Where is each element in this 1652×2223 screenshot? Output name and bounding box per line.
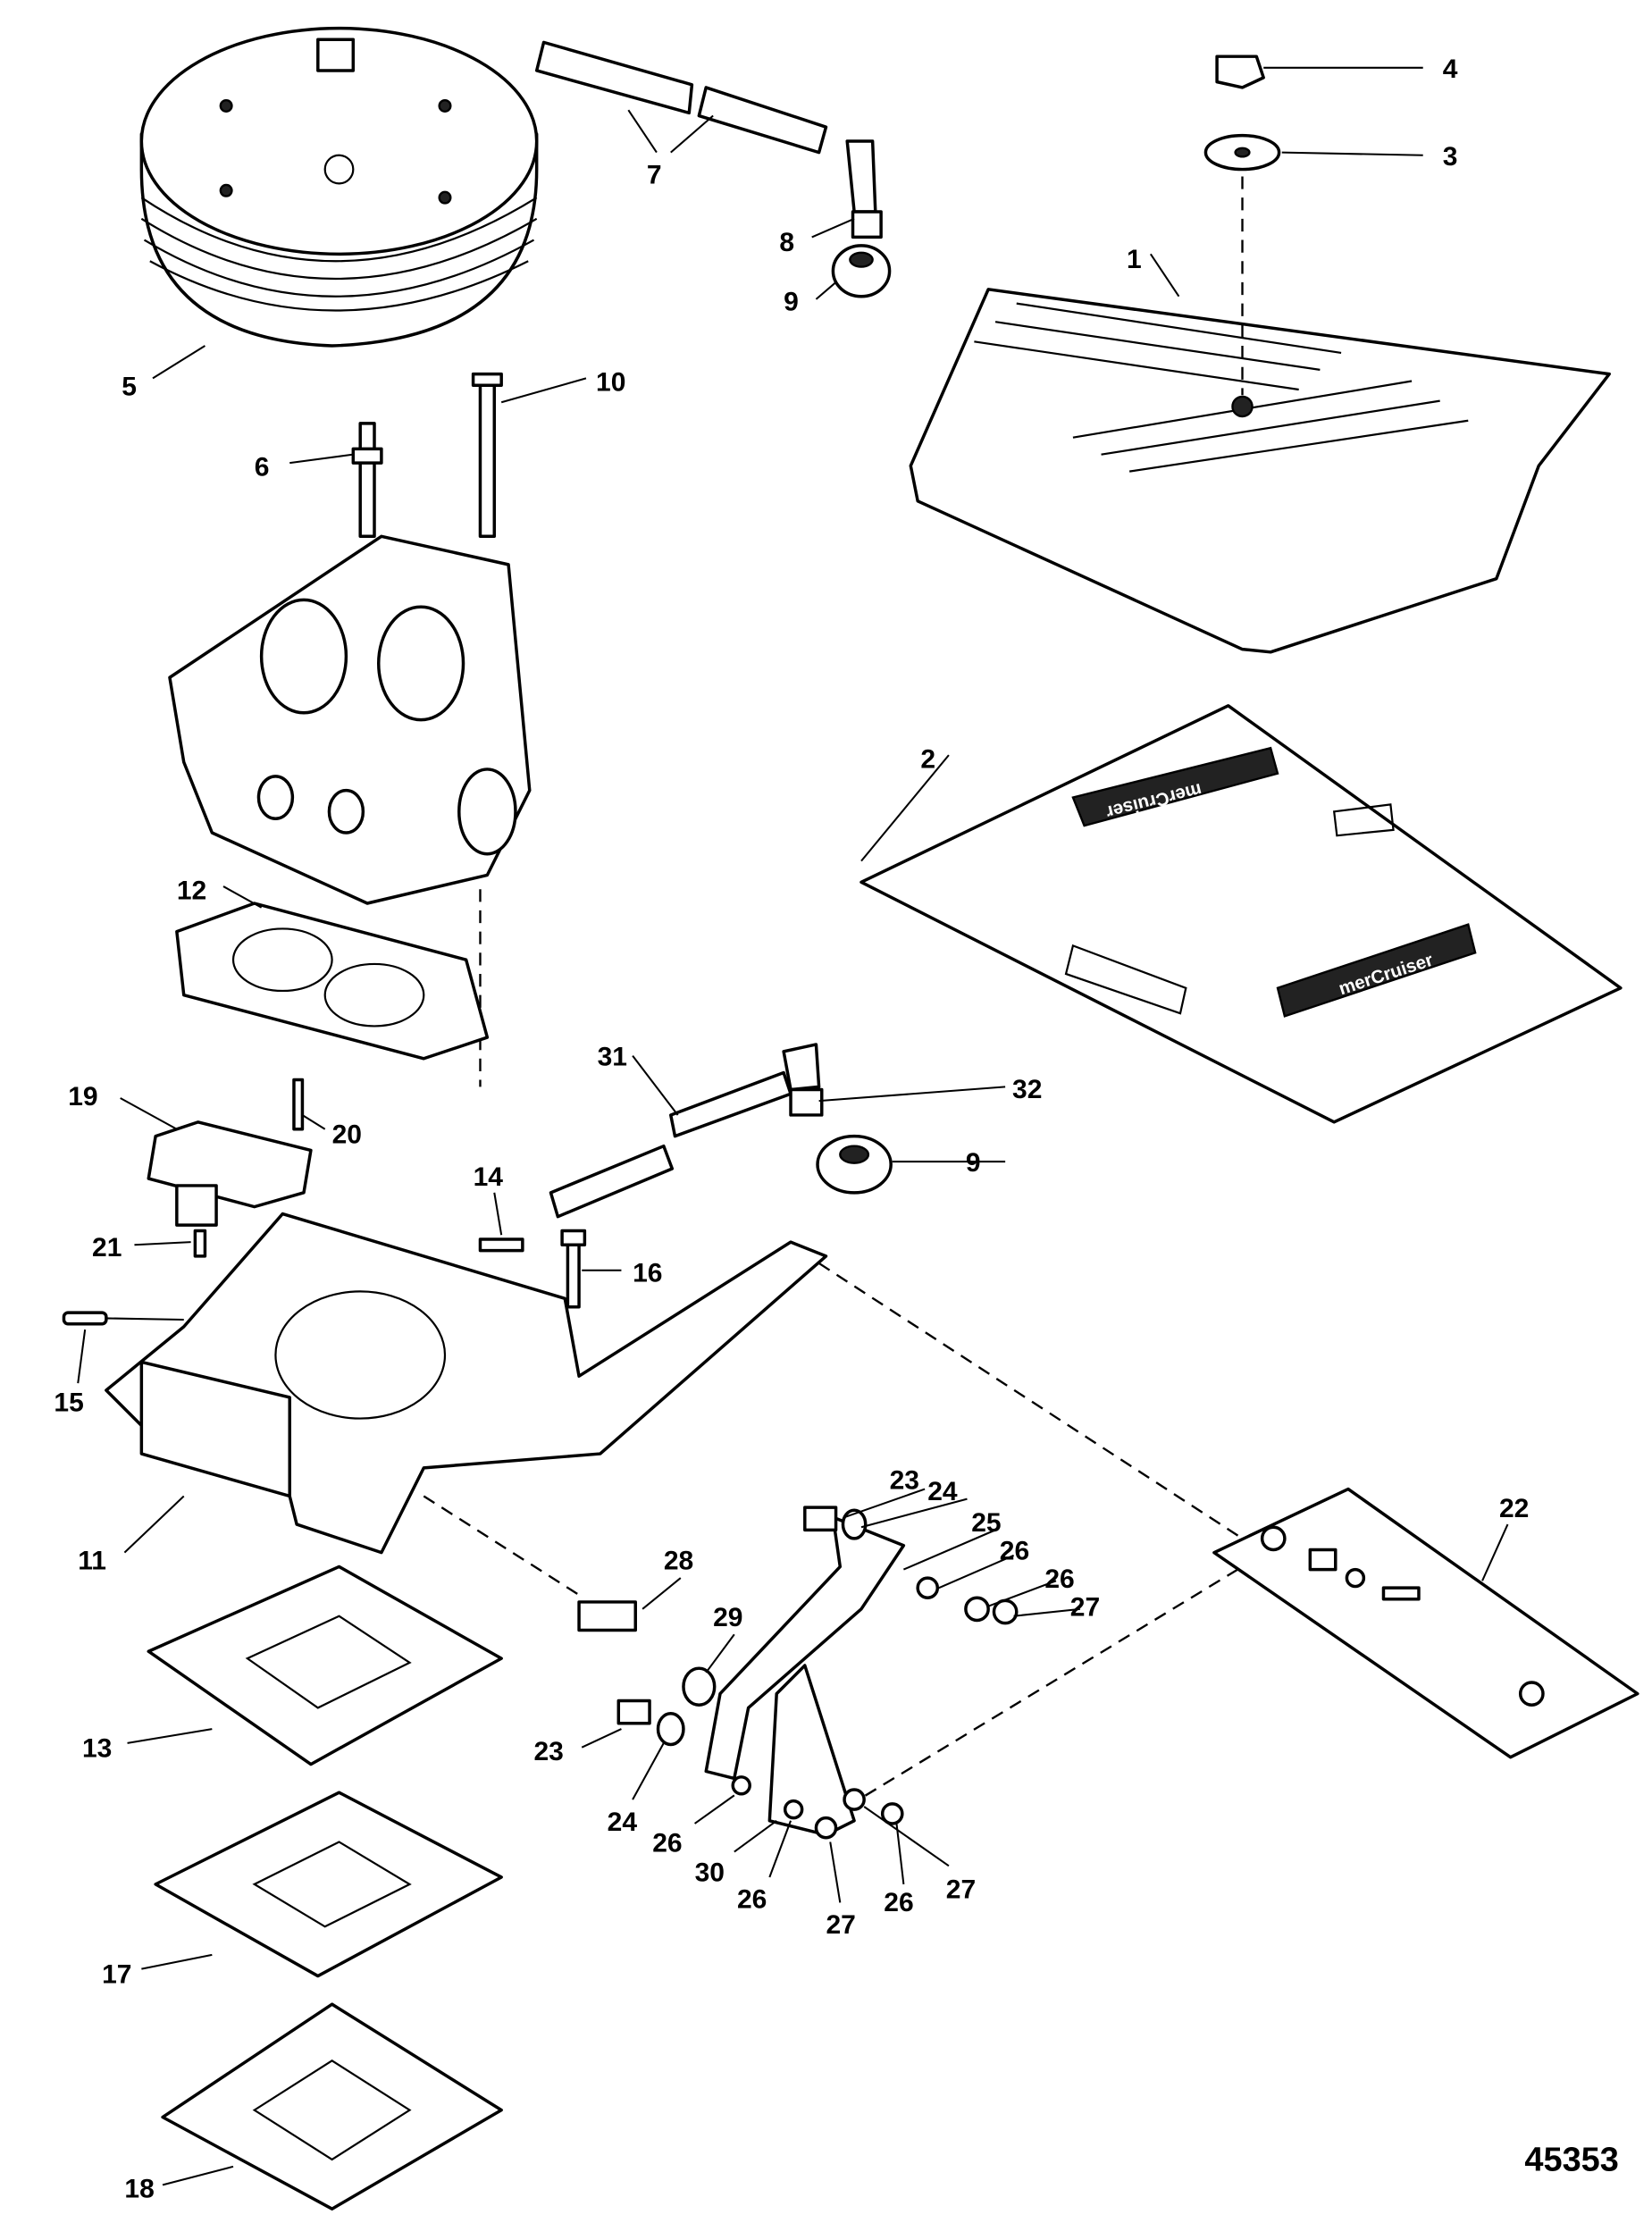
- callout-label: 12: [177, 876, 206, 905]
- spring: [62, 1311, 108, 1326]
- callout-label: 13: [82, 1734, 112, 1764]
- elbow-fitting: [845, 139, 883, 239]
- callout-label: 24: [608, 1808, 638, 1837]
- callout-label: 15: [54, 1388, 83, 1418]
- hose: [549, 1070, 792, 1219]
- stud: [351, 422, 383, 539]
- sensor: [147, 1120, 313, 1227]
- leader-lines: [77, 66, 1509, 2186]
- callout-label: 4: [1443, 55, 1458, 84]
- callout-label: 26: [737, 1885, 767, 1915]
- callout-label: 3: [1443, 142, 1458, 172]
- nut: [1215, 55, 1265, 89]
- throttle-body: [168, 534, 532, 905]
- callout-label: 27: [946, 1875, 976, 1905]
- air-cleaner: [139, 26, 539, 348]
- hardware-kit-card: [1212, 1487, 1639, 1759]
- spacer-plate: [154, 1791, 503, 1978]
- throttle-body-gasket: [175, 902, 490, 1061]
- callout-label: 23: [534, 1737, 564, 1766]
- callout-label: 21: [92, 1233, 122, 1262]
- decal-sheet: merCruiser merCruiser: [860, 704, 1623, 1124]
- callout-label: 27: [826, 1910, 856, 1940]
- callout-label: 22: [1499, 1494, 1529, 1523]
- callout-label: 2: [920, 744, 935, 774]
- vent-hose: [534, 40, 828, 155]
- grommet: [816, 1134, 893, 1195]
- callout-label: 28: [664, 1547, 693, 1576]
- callout-label: 18: [124, 2175, 154, 2204]
- callout-label: 29: [713, 1603, 742, 1632]
- figure-number: 45353: [1524, 2142, 1618, 2179]
- callout-label: 8: [779, 228, 794, 257]
- elbow-fitting: [782, 1043, 824, 1117]
- callout-label: 9: [966, 1148, 981, 1178]
- base-gasket: [161, 2002, 503, 2210]
- screw: [193, 1229, 207, 1258]
- callout-label: 9: [784, 288, 799, 317]
- callout-label: 30: [695, 1858, 725, 1888]
- screw: [292, 1078, 305, 1131]
- callout-label: 16: [633, 1258, 662, 1288]
- callout-label: 24: [927, 1477, 958, 1506]
- callout-label: 26: [1000, 1537, 1029, 1566]
- pin: [478, 1237, 524, 1253]
- callout-label: 31: [598, 1043, 627, 1072]
- callout-label: 20: [332, 1120, 362, 1150]
- grommet: [831, 244, 892, 298]
- callout-label: 26: [1044, 1564, 1074, 1594]
- callout-label: 19: [68, 1082, 97, 1112]
- callout-label: 6: [255, 452, 270, 482]
- throttle-linkage: [577, 1506, 1019, 1840]
- washer: [1203, 133, 1281, 172]
- bolt: [471, 372, 503, 539]
- throttle-body-adaptor: [105, 1212, 828, 1555]
- callout-label: 32: [1012, 1075, 1042, 1104]
- callout-label: 11: [78, 1547, 106, 1576]
- callout-label: 14: [474, 1162, 504, 1192]
- callout-label: 26: [652, 1829, 682, 1858]
- callout-label: 25: [971, 1508, 1001, 1538]
- callout-label: 10: [596, 368, 625, 398]
- callout-label: 7: [647, 160, 662, 189]
- gasket: [147, 1564, 503, 1766]
- callout-label: 26: [884, 1888, 913, 1917]
- callout-label: 27: [1070, 1593, 1100, 1623]
- flame-arrestor-cover: [909, 288, 1611, 654]
- callout-label: 5: [122, 372, 137, 401]
- callout-label: 17: [102, 1959, 131, 1989]
- bolt: [560, 1229, 587, 1309]
- callout-label: 1: [1127, 245, 1142, 274]
- callout-label: 23: [890, 1466, 919, 1496]
